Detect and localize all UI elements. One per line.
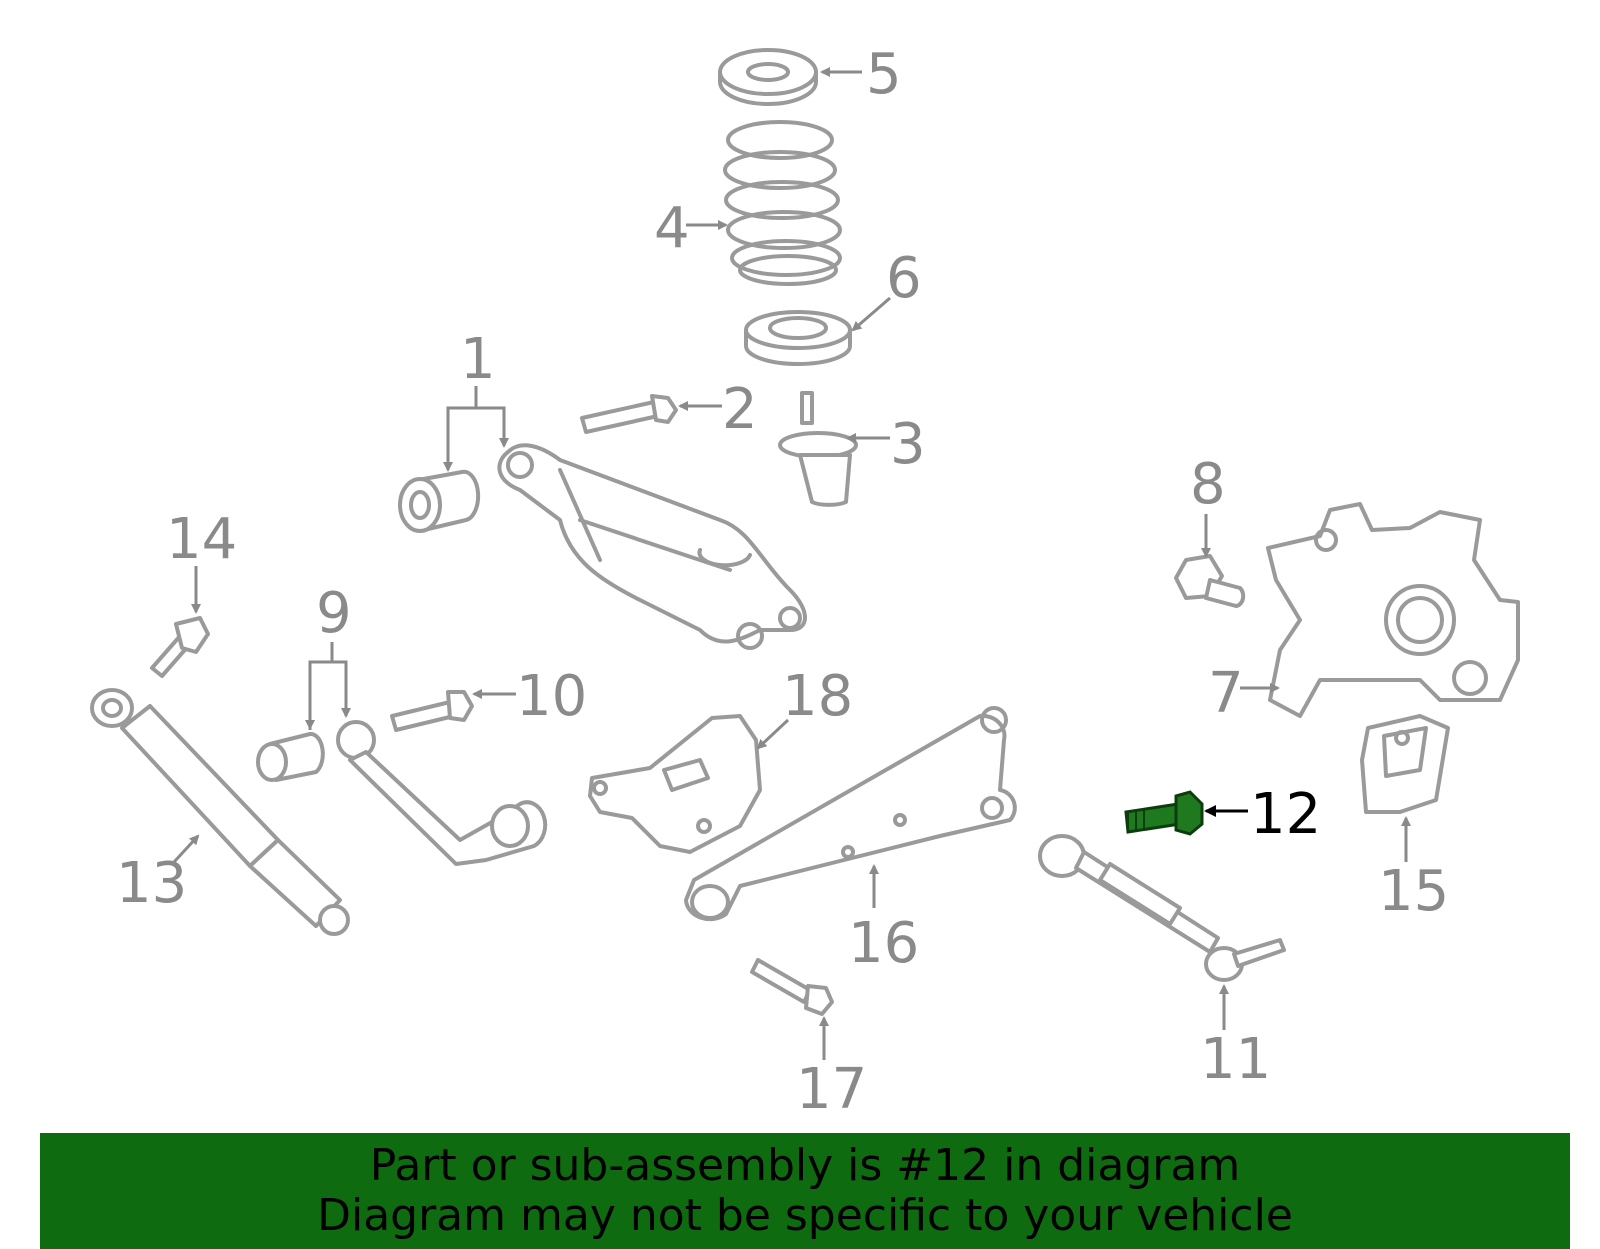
part-1-lower-control-arm[interactable]	[497, 443, 807, 650]
part-7-rear-knuckle[interactable]	[1266, 502, 1520, 718]
part-6-lower-spring-insulator[interactable]	[744, 310, 852, 366]
leader-6	[851, 296, 891, 332]
banner-line-1: Part or sub-assembly is #12 in diagram	[369, 1140, 1241, 1191]
part-11-toe-control-arm[interactable]	[1038, 834, 1286, 982]
part-14-bolt[interactable]	[150, 616, 210, 678]
callout-17: 17	[796, 1057, 867, 1122]
part-1-bushing[interactable]	[398, 469, 481, 533]
leader-1	[446, 406, 509, 462]
part-9-bushing[interactable]	[256, 731, 325, 782]
callout-4: 4	[654, 196, 690, 261]
leader-13	[172, 834, 200, 864]
part-2-bolt[interactable]	[580, 394, 678, 434]
part-17-bolt[interactable]	[750, 958, 834, 1016]
part-9-lateral-link[interactable]	[336, 720, 548, 866]
part-4-coil-spring[interactable]	[723, 120, 842, 286]
callout-2: 2	[722, 377, 758, 442]
callout-12: 12	[1250, 782, 1321, 847]
callout-8: 8	[1190, 452, 1226, 517]
callout-3: 3	[890, 412, 926, 477]
callout-18: 18	[782, 664, 853, 729]
callout-10: 10	[516, 664, 587, 729]
leader-18	[756, 718, 790, 750]
part-3-bump-stopper[interactable]	[778, 391, 858, 507]
part-15-bracket[interactable]	[1360, 714, 1450, 814]
part-12-bolt-highlighted[interactable]	[1124, 790, 1204, 836]
callout-1: 1	[460, 327, 496, 392]
callout-7: 7	[1208, 661, 1244, 726]
callout-14: 14	[166, 507, 237, 572]
callout-5: 5	[866, 42, 902, 107]
part-16-trailing-arm[interactable]	[684, 706, 1017, 922]
part-8-flange-nut[interactable]	[1174, 554, 1246, 608]
leader-9	[308, 660, 351, 730]
callout-9: 9	[316, 581, 352, 646]
part-10-bolt[interactable]	[390, 690, 474, 732]
callout-13: 13	[116, 851, 187, 916]
callout-6: 6	[886, 246, 922, 311]
callout-15: 15	[1378, 859, 1449, 924]
part-18-bracket[interactable]	[588, 714, 762, 854]
info-banner: Part or sub-assembly is #12 in diagram D…	[40, 1133, 1570, 1249]
callout-16: 16	[848, 911, 919, 976]
callout-11: 11	[1200, 1027, 1271, 1092]
part-13-shock-absorber[interactable]	[90, 688, 350, 936]
part-5-upper-spring-insulator[interactable]	[718, 48, 818, 106]
banner-line-2: Diagram may not be specific to your vehi…	[317, 1190, 1293, 1241]
